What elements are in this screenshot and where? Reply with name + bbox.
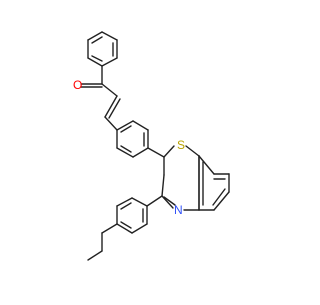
structure-canvas: O S N <box>0 0 300 300</box>
background <box>0 0 300 300</box>
enone-chain <box>80 65 121 131</box>
benzo-ring <box>198 155 230 211</box>
chemical-structure-diagram: O S N <box>0 0 300 300</box>
tolyl-ring <box>87 195 163 261</box>
phenyl-ring-top <box>87 31 118 67</box>
nitrogen-atom-label: N <box>174 203 183 217</box>
bond-lines <box>80 31 230 261</box>
sulfur-atom-label: S <box>177 138 185 152</box>
oxygen-atom-label: O <box>73 78 82 92</box>
phenylene-ring-middle <box>116 120 149 158</box>
